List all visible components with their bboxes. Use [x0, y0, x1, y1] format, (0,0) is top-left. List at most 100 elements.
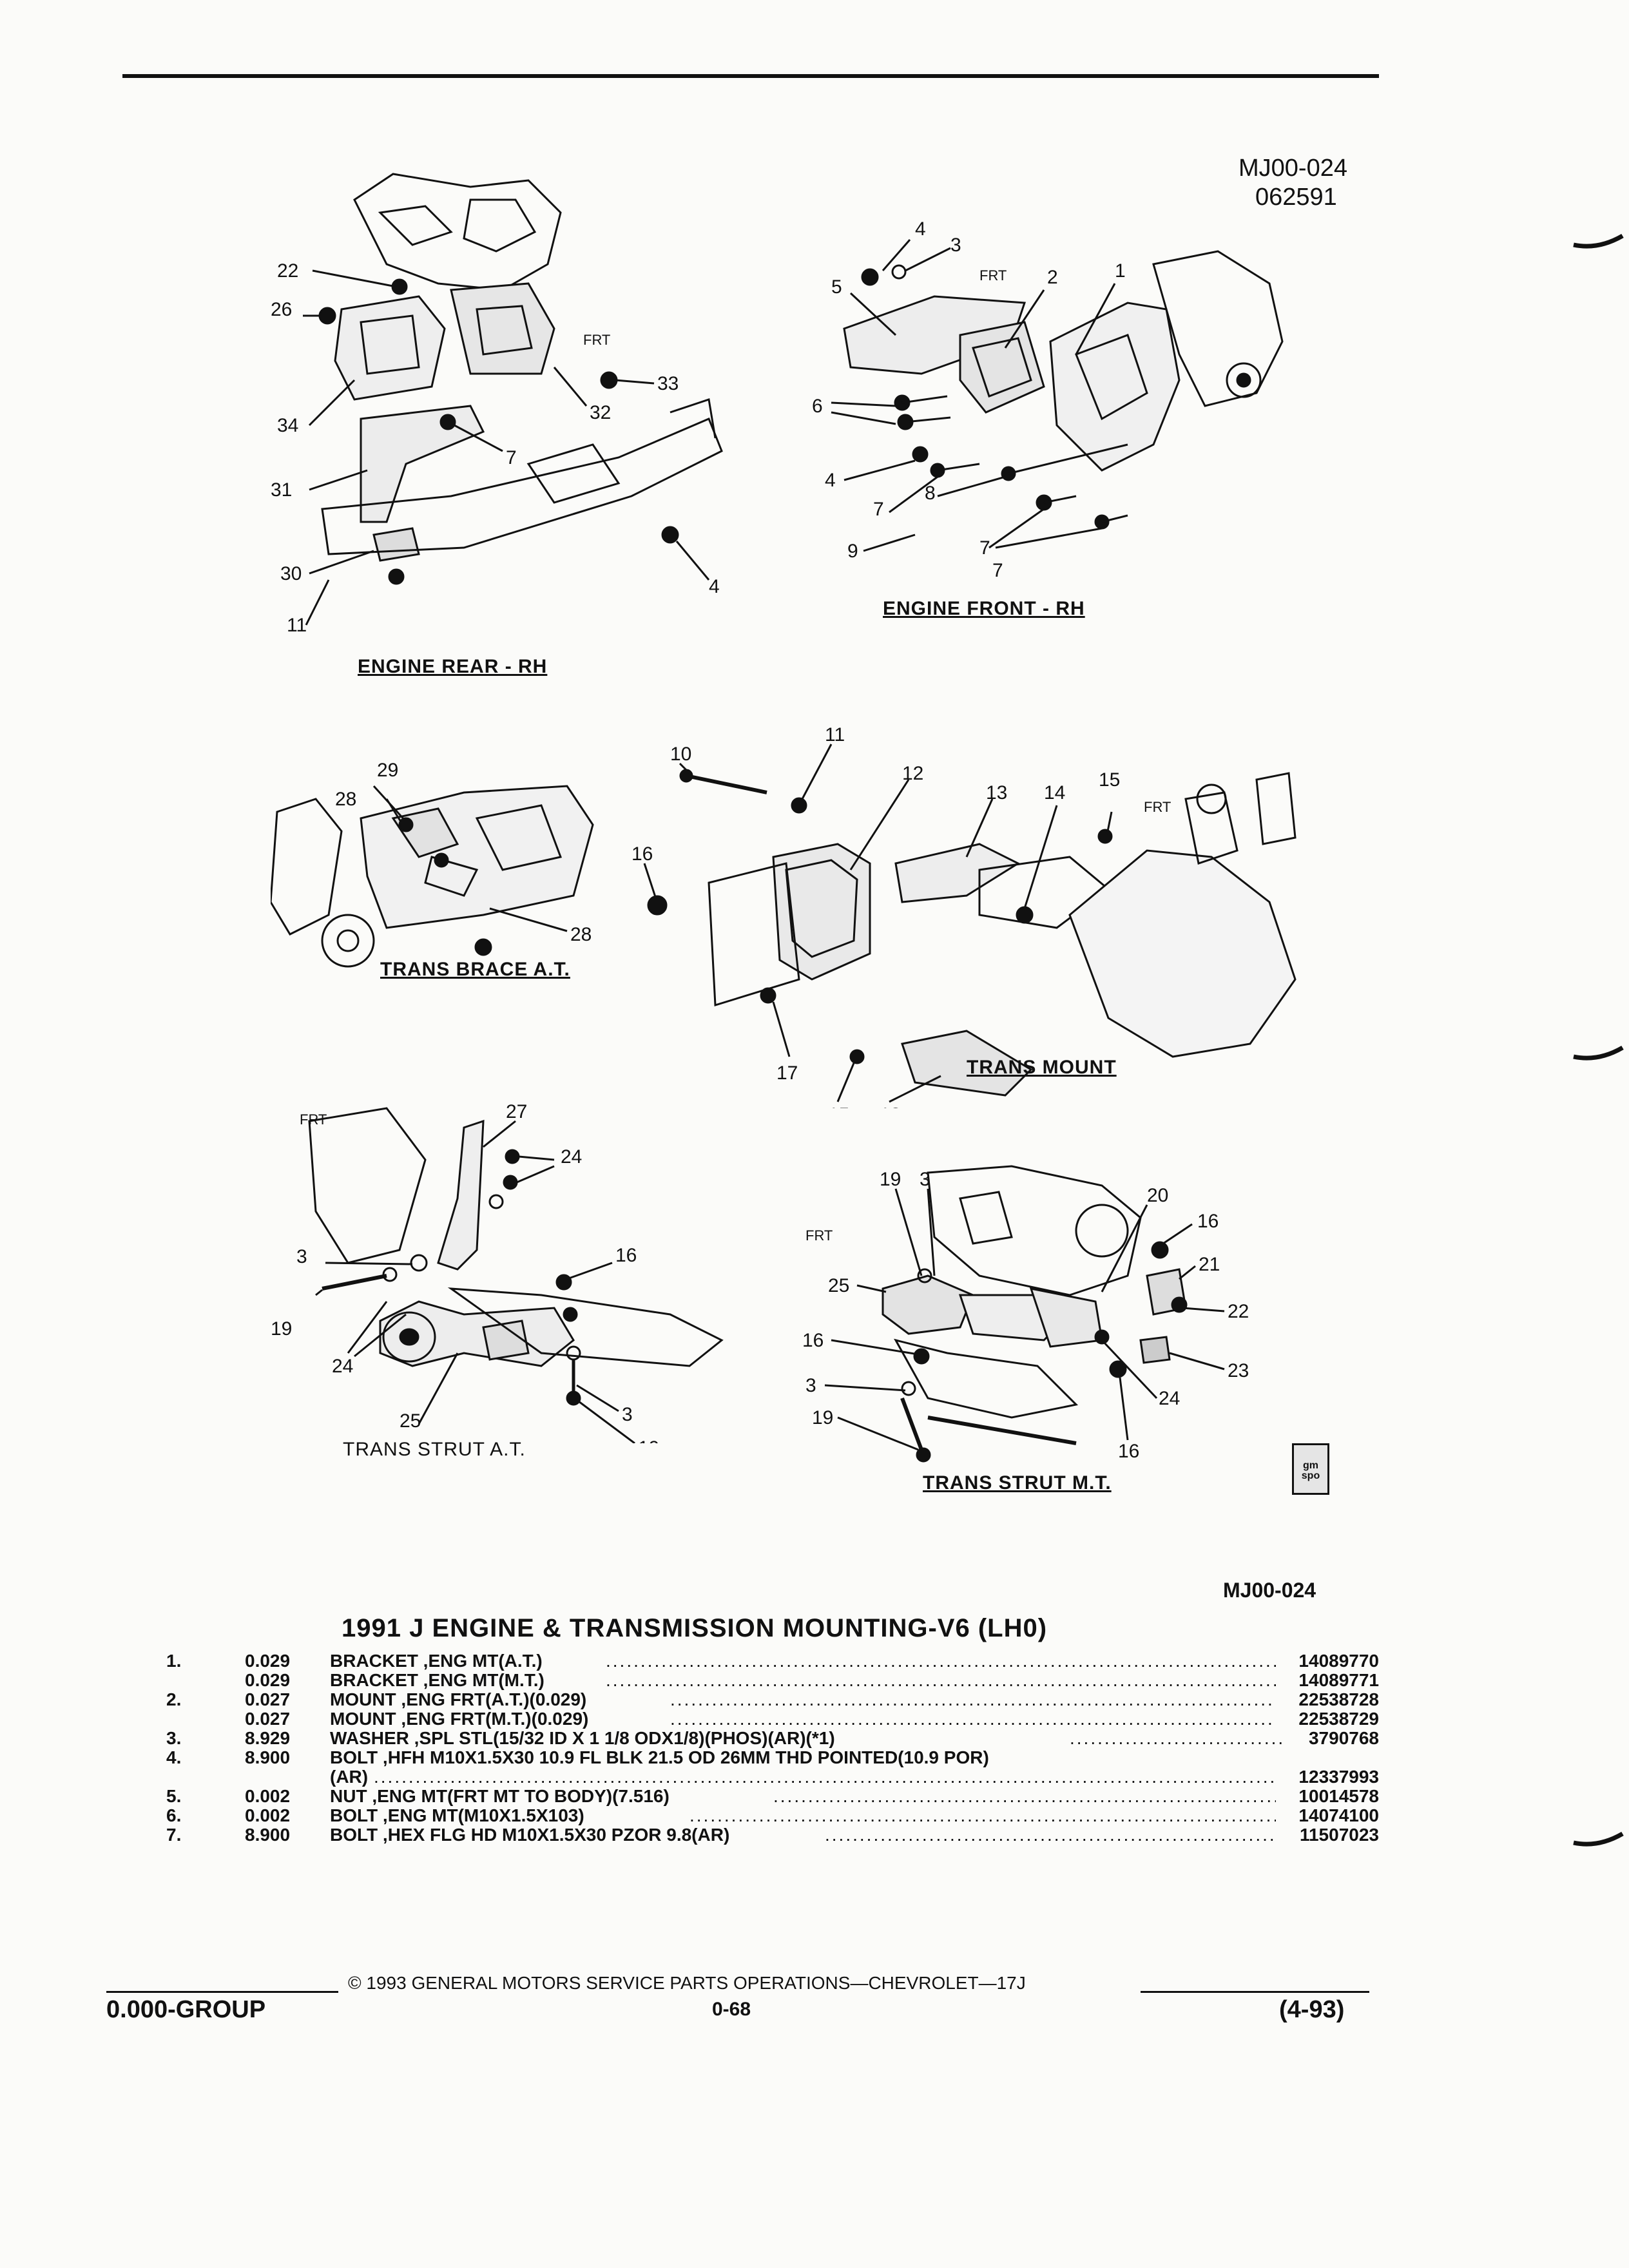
direction-frt: FRT [300, 1111, 327, 1128]
callout-17: 17 [776, 1062, 798, 1084]
part-qty: 8.900 [245, 1825, 291, 1845]
part-number: 12337993 [1298, 1767, 1379, 1787]
part-qty: 0.027 [245, 1689, 291, 1709]
gm-spo-logo-text: gm spo [1301, 1460, 1320, 1481]
caption-engine-front-rh: ENGINE FRONT - RH [883, 598, 1085, 619]
part-qty: 0.002 [245, 1786, 291, 1806]
footer-page-number: 0-68 [712, 1999, 751, 2020]
part-description: BRACKET ,ENG MT(M.T.) [330, 1670, 545, 1690]
callout-1: 1 [1115, 260, 1126, 282]
part-number: 14074100 [1298, 1805, 1379, 1825]
footer-rule-right [1141, 1991, 1369, 1993]
callout-23: 23 [1228, 1360, 1249, 1381]
part-number-index: 3. [166, 1728, 182, 1748]
leader-dots: ........................................… [606, 1670, 1276, 1690]
caption-trans-strut-mt: TRANS STRUT M.T. [923, 1472, 1112, 1494]
callout-26: 26 [271, 299, 292, 320]
gm-spo-logo: gm spo [1292, 1443, 1329, 1495]
part-qty: 0.002 [245, 1805, 291, 1825]
callout-14: 14 [1044, 782, 1065, 803]
callout-15: 15 [1099, 769, 1120, 791]
callout-5: 5 [831, 276, 842, 298]
callout-19b: 19 [638, 1437, 659, 1443]
edge-mark-middle [1573, 1045, 1624, 1061]
callout-4b: 4 [825, 470, 836, 491]
part-number: 14089771 [1298, 1670, 1379, 1690]
callout-12: 12 [902, 763, 923, 784]
parts-row: 3. 8.929 WASHER ,SPL STL(15/32 ID X 1 1/… [155, 1728, 1379, 1748]
callout-8: 8 [925, 483, 936, 504]
part-number: 3790768 [1308, 1728, 1379, 1748]
figure-trans-brace-at: 29 28 28 [271, 760, 594, 968]
caption-trans-mount: TRANS MOUNT [967, 1057, 1117, 1078]
leader-dots: ........................................… [606, 1651, 1276, 1671]
leader-dots: ........................................… [374, 1767, 1276, 1787]
callout-28b: 28 [570, 924, 592, 945]
callout-32: 32 [590, 402, 611, 423]
callout-20: 20 [1147, 1185, 1168, 1206]
callout-30: 30 [280, 563, 302, 584]
leader-dots: ........................................… [670, 1709, 1276, 1729]
part-number-index: 4. [166, 1747, 182, 1767]
part-number: 22538728 [1298, 1689, 1379, 1709]
part-number: 14089770 [1298, 1651, 1379, 1671]
callout-22: 22 [1228, 1301, 1249, 1322]
part-description: BOLT ,ENG MT(M10X1.5X103) [330, 1805, 584, 1825]
part-qty: 0.029 [245, 1670, 291, 1690]
callout-4: 4 [709, 576, 720, 597]
header-date-code: 062591 [1255, 184, 1337, 211]
leader-dots: ........................................… [689, 1805, 1276, 1825]
figure-engine-front-rh: 4 3 5 2 1 6 4 7 8 9 7 7 FRT [812, 218, 1284, 581]
callout-24: 24 [561, 1146, 582, 1168]
part-description: BOLT ,HFH M10X1.5X30 10.9 FL BLK 21.5 OD… [330, 1747, 989, 1767]
parts-row: 0.027 MOUNT ,ENG FRT(M.T.)(0.029) ......… [155, 1709, 1379, 1729]
part-number-index: 5. [166, 1786, 182, 1806]
callout-25: 25 [828, 1275, 849, 1296]
parts-row: 0.029 BRACKET ,ENG MT(M.T.) ............… [155, 1670, 1379, 1690]
callout-16b: 16 [802, 1330, 824, 1351]
callout-13: 13 [986, 782, 1007, 803]
part-number-index: 1. [166, 1651, 182, 1671]
leader-dots: .................................. [1070, 1728, 1282, 1748]
part-qty: 0.029 [245, 1651, 291, 1671]
parts-list: 1. 0.029 BRACKET ,ENG MT(A.T.) .........… [155, 1651, 1379, 1845]
callout-28: 28 [335, 789, 356, 810]
callout-2: 2 [1047, 267, 1058, 288]
callout-7: 7 [873, 499, 884, 520]
direction-frt: FRT [583, 332, 610, 348]
parts-row: 4. 8.900 BOLT ,HFH M10X1.5X30 10.9 FL BL… [155, 1747, 1379, 1767]
callout-3: 3 [296, 1246, 307, 1267]
callout-27: 27 [506, 1101, 527, 1122]
figure-trans-strut-mt: 19 3 20 16 21 25 22 16 23 3 24 19 16 FRT [802, 1165, 1249, 1463]
callout-19b: 19 [812, 1407, 833, 1428]
caption-trans-brace-at: TRANS BRACE A.T. [380, 959, 570, 980]
edge-mark-top [1573, 233, 1624, 249]
part-number-index: 6. [166, 1805, 182, 1825]
edge-mark-bottom [1573, 1831, 1624, 1847]
leader-dots: ........................................… [825, 1825, 1276, 1845]
leader-dots: ........................................… [670, 1689, 1276, 1709]
part-description: BRACKET ,ENG MT(A.T.) [330, 1651, 543, 1671]
callout-19: 19 [880, 1169, 901, 1190]
callout-11: 11 [825, 724, 845, 745]
callout-3: 3 [950, 235, 961, 256]
figure-trans-strut-at: 27 24 3 16 19 24 25 3 19 FRT [271, 1101, 724, 1443]
parts-row: 1. 0.029 BRACKET ,ENG MT(A.T.) .........… [155, 1651, 1379, 1671]
parts-row: 2. 0.027 MOUNT ,ENG FRT(A.T.)(0.029) ...… [155, 1689, 1379, 1709]
callout-18: 18 [880, 1104, 901, 1108]
part-description: NUT ,ENG MT(FRT MT TO BODY)(7.516) [330, 1786, 670, 1806]
figure-engine-rear-rh: 22 26 34 31 30 11 33 32 7 4 FRT [271, 173, 723, 636]
part-description: (AR) [330, 1767, 369, 1787]
part-qty: 8.929 [245, 1728, 291, 1748]
direction-frt: FRT [979, 267, 1007, 284]
part-description: WASHER ,SPL STL(15/32 ID X 1 1/8 ODX1/8)… [330, 1728, 835, 1748]
top-rule [122, 74, 1379, 78]
part-description: BOLT ,HEX FLG HD M10X1.5X30 PZOR 9.8(AR) [330, 1825, 730, 1845]
callout-24: 24 [1159, 1388, 1180, 1409]
callout-9: 9 [847, 541, 858, 562]
callout-3: 3 [920, 1169, 930, 1190]
callout-25: 25 [400, 1410, 421, 1432]
callout-24b: 24 [332, 1356, 353, 1377]
part-number-index: 2. [166, 1689, 182, 1709]
parts-list-title: 1991 J ENGINE & TRANSMISSION MOUNTING-V6… [342, 1614, 1048, 1642]
